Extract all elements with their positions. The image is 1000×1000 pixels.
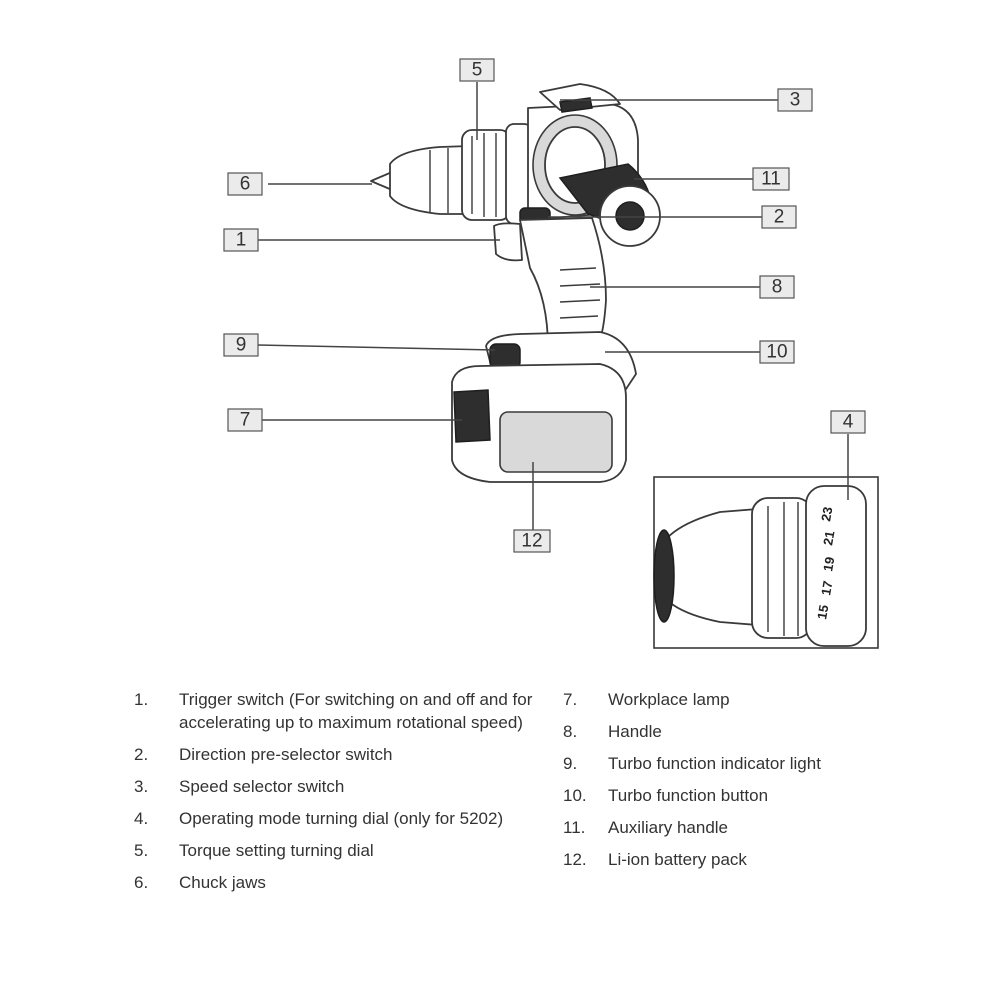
legend-text: Chuck jaws — [179, 873, 266, 892]
callout-number: 1 — [236, 230, 247, 251]
legend-number: 8. — [563, 722, 578, 741]
callout-number: 7 — [240, 410, 251, 431]
callout-number: 5 — [472, 60, 483, 81]
dial-number: 21 — [820, 530, 837, 547]
legend-item: 3. Speed selector switch — [134, 775, 554, 798]
legend-text: Direction pre-selector switch — [179, 745, 393, 764]
legend-number: 12. — [563, 850, 587, 869]
legend-item: 2. Direction pre-selector switch — [134, 743, 554, 766]
callout-number: 10 — [766, 342, 787, 363]
callout-number: 3 — [790, 90, 801, 111]
legend-text: Trigger switch (For switching on and off… — [179, 690, 533, 732]
legend-right-column: 7. Workplace lamp 8. Handle 9. Turbo fun… — [563, 688, 893, 880]
legend-item: 12. Li-ion battery pack — [563, 848, 893, 871]
legend-item: 6. Chuck jaws — [134, 871, 554, 894]
callout-3: 3 — [777, 88, 813, 112]
legend-text: Turbo function indicator light — [608, 754, 821, 773]
callout-12: 12 — [513, 529, 551, 553]
legend-number: 4. — [134, 809, 149, 828]
dial-number-labels: 15 17 19 21 23 — [814, 506, 837, 621]
legend-number: 9. — [563, 754, 578, 773]
legend-number: 2. — [134, 745, 149, 764]
legend-item: 1. Trigger switch (For switching on and … — [134, 688, 554, 734]
callout-number: 9 — [236, 335, 247, 356]
legend-number: 11. — [563, 818, 586, 837]
callout-number: 8 — [772, 277, 783, 298]
leader-lines — [257, 82, 849, 530]
callout-7: 7 — [227, 408, 263, 432]
legend-number: 6. — [134, 873, 149, 892]
callout-8: 8 — [759, 275, 795, 299]
callout-6: 6 — [227, 172, 263, 196]
callout-2: 2 — [761, 205, 797, 229]
legend-item: 8. Handle — [563, 720, 893, 743]
legend-text: Li-ion battery pack — [608, 850, 747, 869]
legend-item: 7. Workplace lamp — [563, 688, 893, 711]
legend-text: Turbo function button — [608, 786, 769, 805]
legend-number: 7. — [563, 690, 578, 709]
drill-illustration — [370, 83, 661, 483]
legend-text: Operating mode turning dial (only for 52… — [179, 809, 504, 828]
legend-text: Handle — [608, 722, 662, 741]
callout-10: 10 — [759, 340, 795, 364]
callout-9: 9 — [223, 333, 259, 357]
dial-number: 19 — [820, 556, 837, 573]
legend-number: 3. — [134, 777, 149, 796]
legend-text: Speed selector switch — [179, 777, 345, 796]
callout-number: 11 — [761, 169, 781, 190]
legend-number: 5. — [134, 841, 149, 860]
legend-text: Torque setting turning dial — [179, 841, 374, 860]
callout-number: 2 — [774, 207, 785, 228]
drill-diagram: 15 17 19 21 23 1 2 3 4 — [223, 58, 879, 649]
dial-number: 23 — [818, 506, 835, 523]
legend-text: Auxiliary handle — [608, 818, 729, 837]
legend-item: 9. Turbo function indicator light — [563, 752, 893, 775]
legend-item: 4. Operating mode turning dial (only for… — [134, 807, 554, 830]
callout-1: 1 — [223, 228, 259, 252]
callout-5: 5 — [459, 58, 495, 82]
dial-number: 17 — [818, 580, 835, 597]
callout-11: 11 — [752, 167, 790, 191]
legend-item: 11. Auxiliary handle — [563, 816, 893, 839]
legend-item: 5. Torque setting turning dial — [134, 839, 554, 862]
legend-number: 1. — [134, 690, 149, 709]
callout-number: 6 — [240, 174, 251, 195]
callout-4: 4 — [830, 410, 866, 434]
legend-item: 10. Turbo function button — [563, 784, 893, 807]
callout-number: 12 — [521, 531, 542, 552]
legend-number: 10. — [563, 786, 587, 805]
legend-left-column: 1. Trigger switch (For switching on and … — [134, 688, 554, 903]
dial-number: 15 — [814, 604, 831, 621]
callout-number: 4 — [843, 412, 854, 433]
legend-text: Workplace lamp — [608, 690, 730, 709]
inset-mode-dial: 15 17 19 21 23 — [653, 476, 879, 649]
